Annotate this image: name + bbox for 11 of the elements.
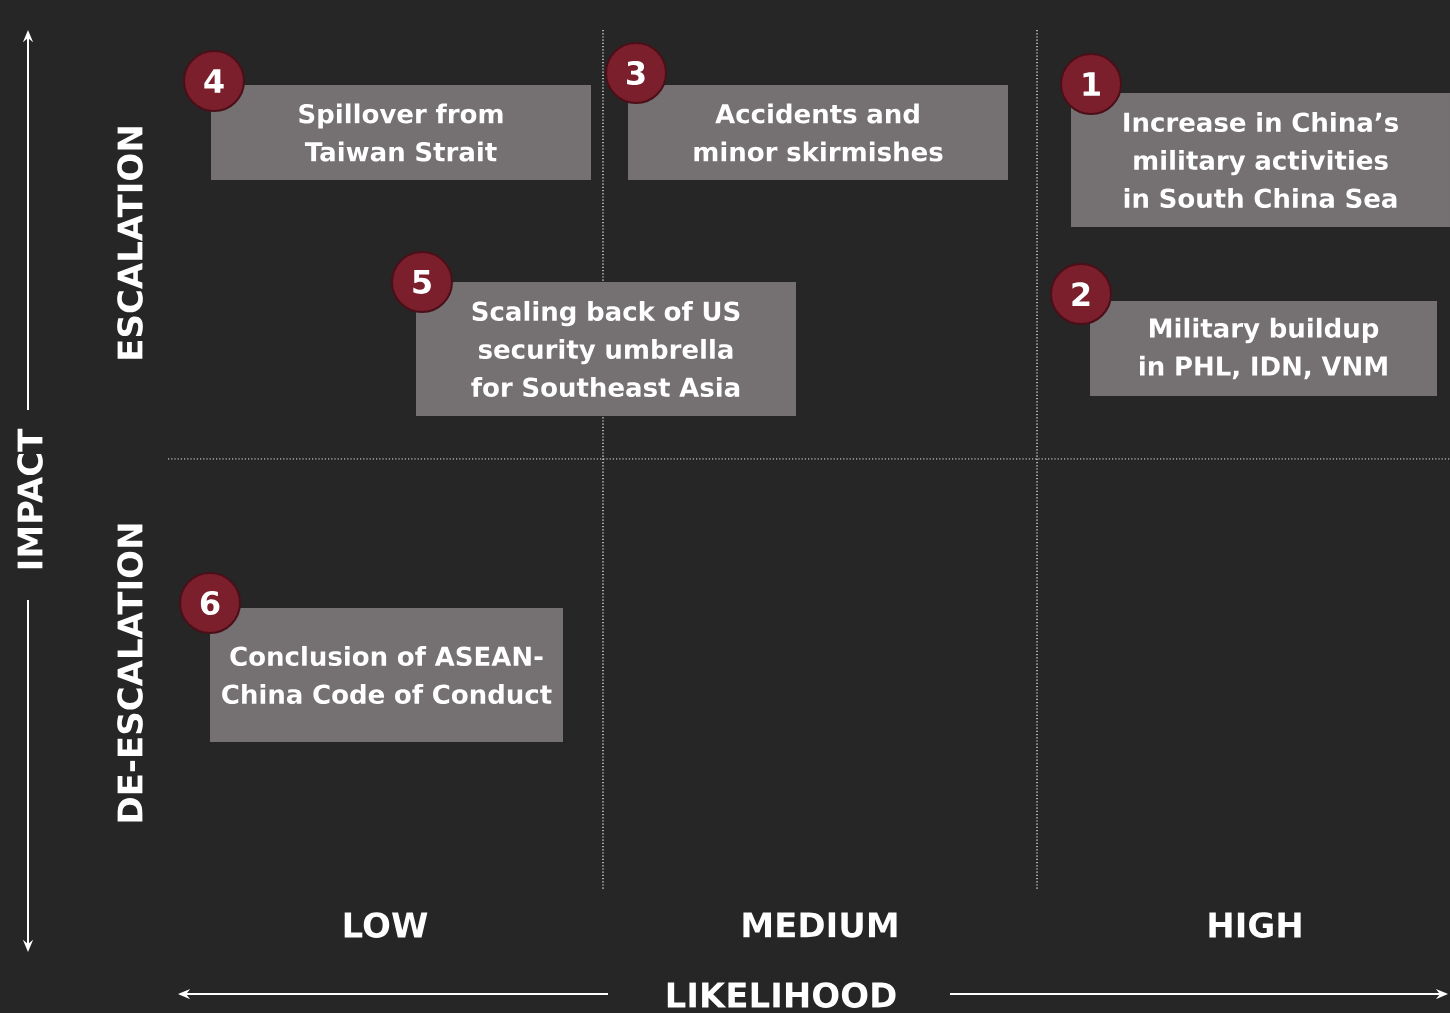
row-label: ESCALATION bbox=[117, 127, 143, 359]
axis-title: IMPACT bbox=[13, 420, 47, 580]
column-label: HIGH bbox=[1209, 912, 1301, 938]
row-label: DE-ESCALATION bbox=[117, 524, 143, 822]
number-badge: 3 bbox=[605, 42, 667, 104]
number-badge: 2 bbox=[1050, 263, 1112, 325]
risk-box: Military buildup in PHL, IDN, VNM bbox=[1090, 301, 1437, 396]
axis-title: LIKELIHOOD bbox=[656, 978, 906, 1012]
column-label: LOW bbox=[344, 912, 428, 938]
column-label: MEDIUM bbox=[743, 912, 897, 938]
risk-box: Accidents and minor skirmishes bbox=[628, 85, 1008, 180]
